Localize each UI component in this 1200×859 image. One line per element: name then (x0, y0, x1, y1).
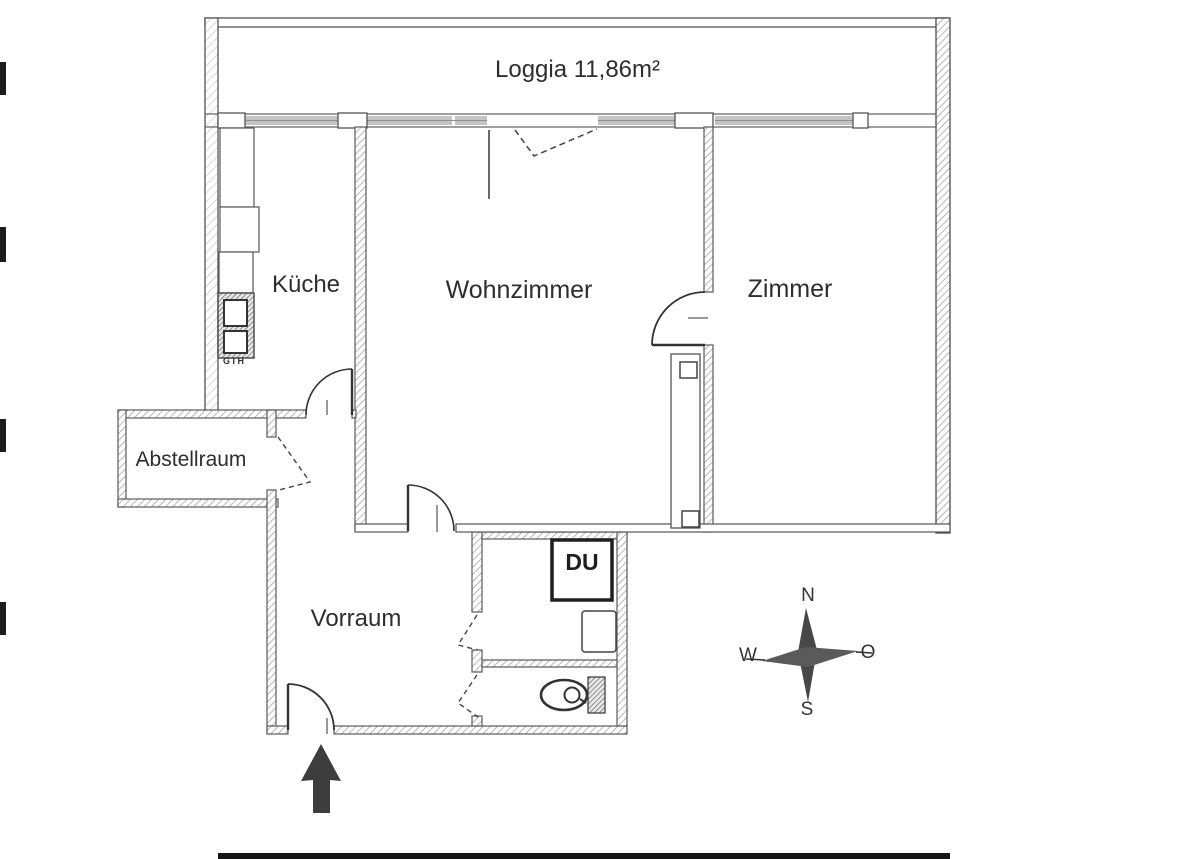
window-band (205, 112, 936, 129)
living-room-bottom-wall (354, 523, 951, 533)
room-label-abstellraum: Abstellraum (135, 448, 247, 471)
interior-walls (117, 126, 714, 735)
window-piers (217, 112, 869, 129)
duct-shaft (670, 353, 701, 529)
boiler-label: GTH (223, 356, 245, 366)
outer-wall-right (935, 17, 951, 534)
boiler-appliance-block (217, 292, 255, 359)
door-dashed-shower (456, 614, 479, 651)
room-label-loggia: Loggia 11,86m² (495, 56, 660, 83)
room-label-shower: DU (565, 549, 599, 575)
kitchen-counters (218, 127, 260, 294)
door-zimmer (651, 291, 708, 347)
scan-artifacts (0, 62, 950, 859)
room-label-kueche: Küche (271, 271, 341, 298)
entrance-arrow-icon (301, 744, 341, 813)
room-label-wohnzimmer: Wohnzimmer (445, 276, 593, 304)
shower-box (550, 538, 614, 602)
door-dashed-abstellraum (277, 436, 312, 491)
room-label-zimmer: Zimmer (747, 275, 833, 303)
door-balcony (488, 128, 598, 199)
door-kueche (305, 368, 354, 416)
compass-east-label: O (860, 642, 876, 663)
compass-star-icon (745, 608, 873, 702)
room-label-vorraum: Vorraum (310, 605, 402, 632)
compass-west-label: W (739, 645, 757, 666)
sink (581, 610, 617, 653)
toilet (539, 676, 606, 714)
compass-north-label: N (801, 585, 815, 606)
compass-south-label: S (800, 699, 814, 720)
door-dashed-wc (457, 674, 479, 718)
door-entrance (286, 683, 335, 734)
door-wohnzimmer (406, 484, 455, 532)
